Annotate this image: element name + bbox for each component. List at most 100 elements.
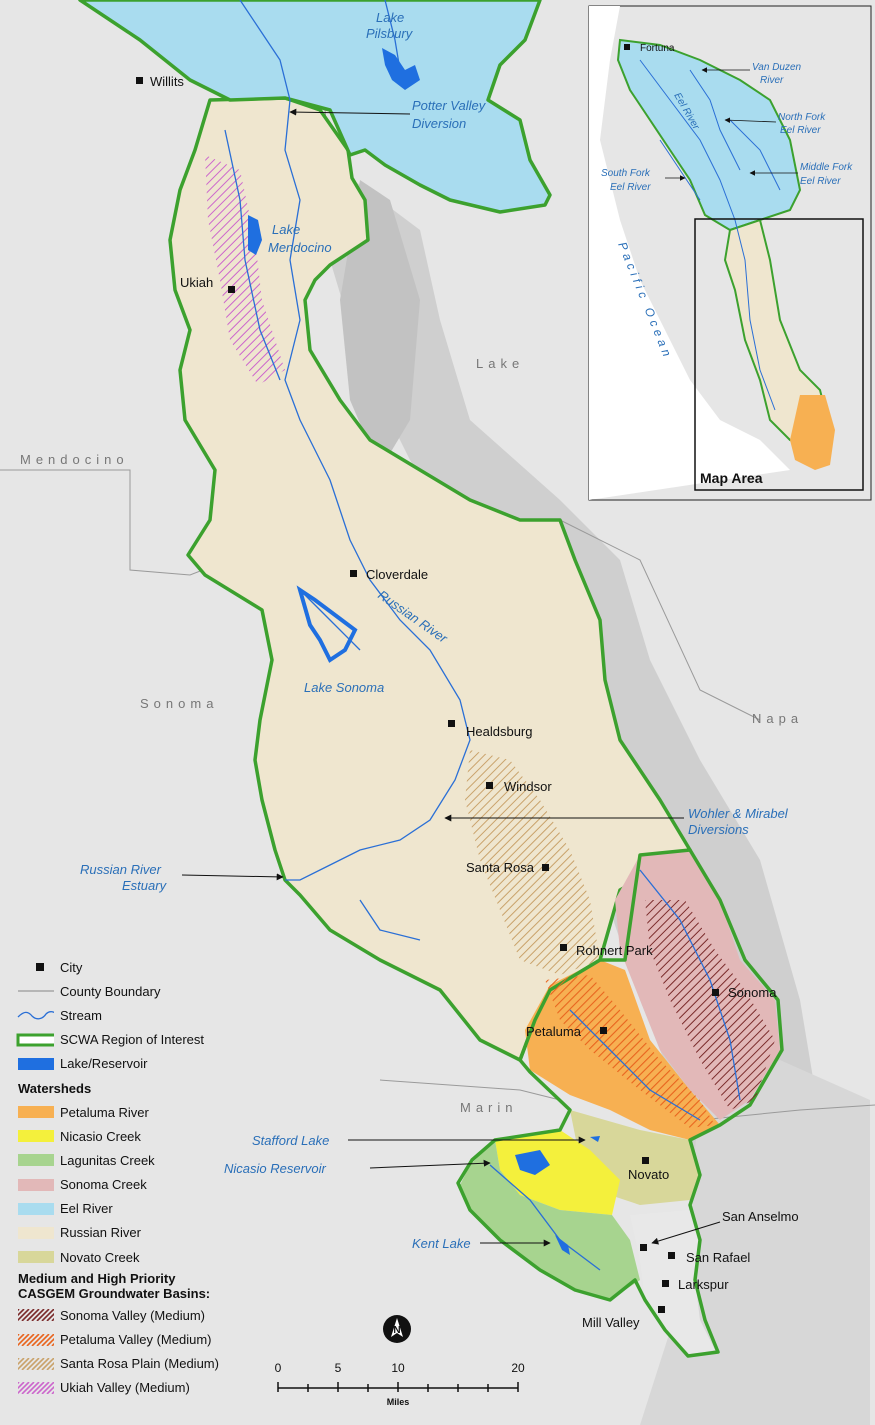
legend-item-stream: Stream [14,1003,274,1027]
inset-label-north-fork-2: Eel River [780,125,821,136]
legend-label: County Boundary [60,983,161,999]
watershed-swatch-icon [14,1225,60,1241]
stream-line-icon [14,1008,60,1022]
label-lake-pilsbury-1: Lake [376,10,404,25]
watershed-swatch-icon [14,1201,60,1217]
label-estuary-1: Russian River [80,862,162,877]
legend-item-basin: Petaluma Valley (Medium) [14,1327,274,1351]
legend-basin-list: Sonoma Valley (Medium)Petaluma Valley (M… [14,1303,274,1400]
lake-mendocino [248,215,262,255]
inset-city-marker [624,44,630,50]
city-marker [658,1306,665,1313]
city-marker [712,989,719,996]
watershed-swatch-icon [14,1152,60,1168]
legend-label: Stream [60,1007,102,1023]
legend-label: Santa Rosa Plain (Medium) [60,1356,219,1372]
legend-label: Petaluma Valley (Medium) [60,1332,212,1348]
legend-label: Eel River [60,1201,113,1217]
inset-label-south-fork-2: Eel River [610,182,651,193]
city-marker [350,570,357,577]
label-kent-lake: Kent Lake [412,1236,471,1251]
nicasio-creek-watershed [495,1130,620,1215]
legend-item-lake: Lake/Reservoir [14,1052,274,1076]
watershed-swatch-icon [14,1128,60,1144]
lagunitas-creek-watershed [460,1140,640,1300]
streams [224,0,741,1271]
basin-hatch-icon [14,1356,60,1372]
north-arrow: N [381,1313,413,1350]
city-marker [662,1280,669,1287]
legend-label: City [60,959,83,975]
lake-sonoma [296,585,358,663]
inset-map: Fortuna Van Duzen River Eel River North … [588,5,872,501]
watershed-swatch-icon [14,1104,60,1120]
city-label-mill-valley: Mill Valley [582,1315,640,1330]
label-wohler-2: Diversions [688,822,749,837]
legend-watersheds-title: Watersheds [18,1080,92,1096]
inset-label-middle-fork-1: Middle Fork [800,162,853,173]
city-marker [668,1252,675,1259]
label-nicasio-reservoir: Nicasio Reservoir [224,1161,327,1176]
legend-item-watershed: Novato Creek [14,1245,274,1269]
county-label-sonoma: Sonoma [140,696,218,711]
legend-item-region: SCWA Region of Interest [14,1028,274,1052]
basin-hatch-icon [14,1307,60,1323]
city-marker [640,1244,647,1251]
city-marker [560,944,567,951]
region-outline-icon [14,1032,60,1048]
watershed-swatch-icon [14,1249,60,1265]
inset-label-van-duzen-2: River [760,75,784,86]
petaluma-valley-basin [545,975,715,1128]
legend-label: Ukiah Valley (Medium) [60,1380,190,1396]
city-label-petaluma: Petaluma [526,1024,582,1039]
county-label-napa: Napa [752,711,803,726]
marin-south-area [630,1210,715,1355]
scale-tick-label: 5 [335,1361,342,1375]
eel-river-watershed [78,0,552,214]
city-marker [228,286,235,293]
legend-item-watershed: Lagunitas Creek [14,1148,274,1172]
leader-arrows [181,108,721,1247]
inset-city-fortuna: Fortuna [640,43,675,54]
legend-basins-title-line1: Medium and High Priority [18,1271,176,1287]
mountain-shadow-2 [340,180,420,470]
city-label-healdsburg: Healdsburg [466,724,533,739]
legend-item-basin: Santa Rosa Plain (Medium) [14,1352,274,1376]
legend-item-watershed: Nicasio Creek [14,1124,274,1148]
city-label-santa-rosa: Santa Rosa [466,860,535,875]
city-marker [542,864,549,871]
city-label-san-anselmo: San Anselmo [722,1209,799,1224]
north-arrow-icon: N [383,1315,411,1343]
lake-kent [555,1235,570,1255]
legend-label: Novato Creek [60,1249,140,1265]
county-label-lake: Lake [476,356,524,371]
city-label-rohnert-park: Rohnert Park [576,943,653,958]
county-line-icon [14,984,60,998]
inset-ocean [589,6,790,500]
city-label-cloverdale: Cloverdale [366,567,428,582]
watershed-swatch-icon [14,1177,60,1193]
legend: City County Boundary Stream SCWA Region … [14,955,274,1400]
legend-label: Sonoma Creek [60,1177,147,1193]
legend-item-watershed: Petaluma River [14,1100,274,1124]
legend-basins-title: Medium and High Priority CASGEM Groundwa… [18,1271,274,1301]
legend-label: Petaluma River [60,1104,149,1120]
legend-item-watershed: Eel River [14,1197,274,1221]
lake-pilsbury [382,48,420,90]
label-estuary-2: Estuary [122,878,168,893]
city-label-windsor: Windsor [504,779,552,794]
inset-south-watersheds [790,395,835,470]
label-stafford-lake: Stafford Lake [252,1133,329,1148]
county-label-mendocino: Mendocino [20,452,129,467]
inset-title: Map Area [700,470,763,486]
city-label-ukiah: Ukiah [180,275,213,290]
cities: Willits Ukiah Cloverdale Healdsburg Wind… [136,74,799,1330]
label-potter-valley-2: Diversion [412,116,466,131]
city-label-novato: Novato [628,1167,669,1182]
city-label-willits: Willits [150,74,184,89]
legend-basins-title-line2: CASGEM Groundwater Basins: [18,1286,211,1302]
lake-stafford [590,1136,600,1142]
